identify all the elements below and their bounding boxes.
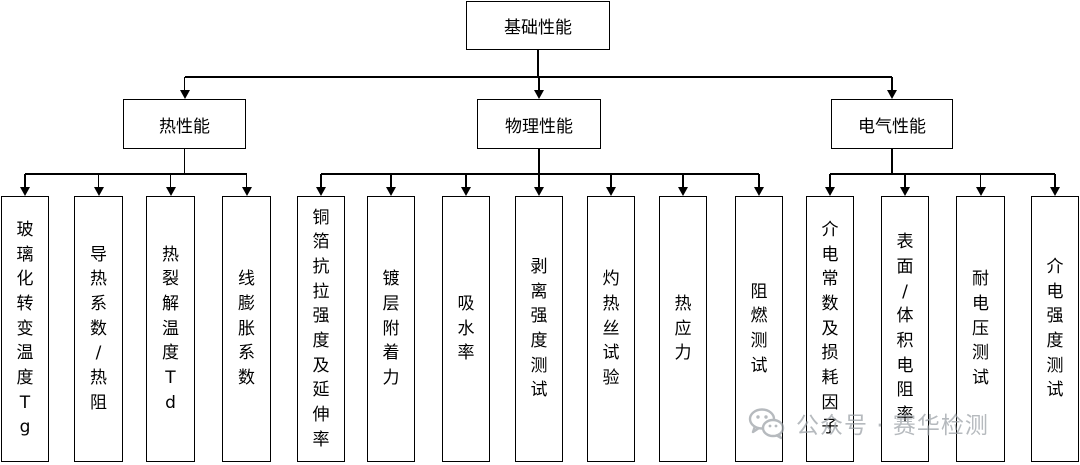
leaf-node: 热应力 xyxy=(659,196,707,462)
category-node-electrical: 电气性能 xyxy=(831,99,953,149)
connector-line xyxy=(390,174,392,188)
leaf-node-label: 线膨胀系数 xyxy=(238,269,255,388)
connector-line xyxy=(320,174,322,188)
arrowhead-icon xyxy=(20,187,30,196)
arrowhead-icon xyxy=(887,90,897,99)
arrowhead-icon xyxy=(534,187,544,196)
arrowhead-icon xyxy=(1050,187,1060,196)
leaf-node-label: 阻燃测试 xyxy=(750,281,768,376)
leaf-node: 热裂解温度Td xyxy=(146,196,195,462)
leaf-node-label: 镀层附着力 xyxy=(382,269,400,388)
connector-line xyxy=(465,174,467,188)
connector-line xyxy=(538,174,540,188)
connector-line xyxy=(321,173,759,175)
connector-line xyxy=(538,149,540,174)
leaf-node: 灼热丝试验 xyxy=(587,196,635,462)
category-label-electrical: 电气性能 xyxy=(858,116,926,137)
connector-line xyxy=(830,173,1055,175)
leaf-node-label: 耐电压测试 xyxy=(972,269,989,388)
connector-line xyxy=(97,174,100,188)
leaf-node-label: 吸水率 xyxy=(457,294,475,364)
arrowhead-icon xyxy=(241,187,252,196)
connector-line xyxy=(829,174,831,188)
arrowhead-icon xyxy=(825,187,835,196)
category-label-physical: 物理性能 xyxy=(505,116,573,137)
leaf-node: 线膨胀系数 xyxy=(222,196,271,462)
leaf-node: 耐电压测试 xyxy=(956,196,1005,462)
leaf-node-label: 导热系数/热阻 xyxy=(90,244,107,413)
leaf-node: 介电常数及损耗因子 xyxy=(806,196,854,462)
arrowhead-icon xyxy=(461,187,471,196)
connector-line xyxy=(538,77,540,91)
leaf-node: 铜箔抗拉强度及延伸率 xyxy=(297,196,345,462)
connector-line xyxy=(891,77,893,91)
leaf-node: 阻燃测试 xyxy=(735,196,783,462)
arrowhead-icon xyxy=(386,187,396,196)
connector-line xyxy=(891,149,893,174)
leaf-node: 镀层附着力 xyxy=(367,196,415,462)
leaf-node-label: 铜箔抗拉强度及延伸率 xyxy=(312,207,330,450)
leaf-node-label: 介电常数及损耗因子 xyxy=(821,220,839,438)
arrowhead-icon xyxy=(165,187,176,196)
connector-line xyxy=(1054,174,1056,188)
arrowhead-icon xyxy=(900,187,910,196)
leaf-node-label: 介电强度测试 xyxy=(1046,257,1064,401)
connector-line xyxy=(979,174,982,188)
arrowhead-icon xyxy=(678,187,688,196)
leaf-node: 剥离强度测试 xyxy=(515,196,563,462)
connector-line xyxy=(183,149,186,174)
category-node-physical: 物理性能 xyxy=(477,99,601,149)
arrowhead-icon xyxy=(316,187,326,196)
leaf-node-label: 灼热丝试验 xyxy=(602,269,620,388)
category-label-thermal: 热性能 xyxy=(159,116,210,137)
leaf-node: 表面/体积电阻率 xyxy=(881,196,929,462)
connector-line xyxy=(24,174,26,188)
root-node: 基础性能 xyxy=(466,1,610,50)
leaf-node-label: 热裂解温度Td xyxy=(162,244,179,413)
leaf-node: 导热系数/热阻 xyxy=(74,196,123,462)
connector-line xyxy=(682,174,684,188)
arrowhead-icon xyxy=(93,187,104,196)
arrowhead-icon xyxy=(606,187,616,196)
connector-line xyxy=(25,173,247,175)
connector-line xyxy=(758,174,760,188)
arrowhead-icon xyxy=(975,187,986,196)
leaf-node: 吸水率 xyxy=(442,196,490,462)
connector-line xyxy=(610,174,612,188)
leaf-node-label: 剥离强度测试 xyxy=(530,257,548,401)
leaf-node: 介电强度测试 xyxy=(1031,196,1079,462)
leaf-node-label: 玻璃化转变温度Tg xyxy=(16,220,34,438)
arrowhead-icon xyxy=(754,187,764,196)
category-node-thermal: 热性能 xyxy=(123,99,246,149)
arrowhead-icon xyxy=(534,90,544,99)
connector-line xyxy=(904,174,906,188)
watermark: 公众号 · 赛华检测 xyxy=(748,405,989,441)
connector-line xyxy=(245,174,248,188)
connector-line xyxy=(169,174,172,188)
leaf-node-label: 热应力 xyxy=(674,294,692,364)
connector-line xyxy=(537,50,539,77)
arrowhead-icon xyxy=(179,90,190,99)
leaf-node: 玻璃化转变温度Tg xyxy=(1,196,49,462)
leaf-node-label: 表面/体积电阻率 xyxy=(896,232,914,425)
connector-line xyxy=(183,77,186,91)
root-node-label: 基础性能 xyxy=(504,18,572,38)
